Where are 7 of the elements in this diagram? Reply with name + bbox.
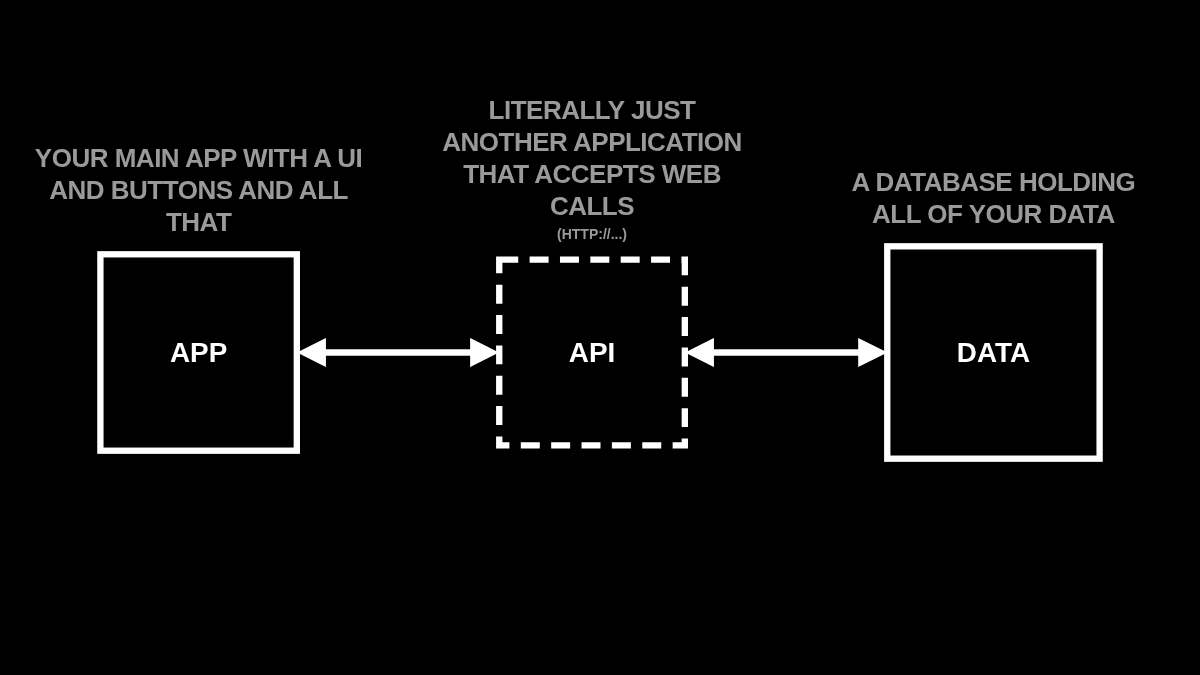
node-caption: YOUR MAIN APP WITH A UI AND BUTTONS AND ALL THAT: [33, 142, 364, 239]
node-caption: LITERALLY JUST ANOTHER APPLICATION THAT ACCEPTS WEB CALLS: [441, 93, 743, 222]
node-subcaption: (HTTP://...): [556, 224, 629, 244]
node-box: API: [496, 256, 688, 449]
node-box: APP: [97, 251, 300, 454]
node-box: DATA: [884, 243, 1103, 462]
node-caption: A DATABASE HOLDING ALL OF YOUR DATA: [850, 166, 1137, 231]
